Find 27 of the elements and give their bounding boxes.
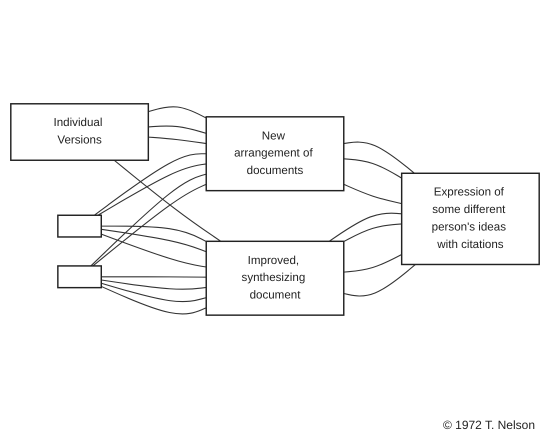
connector <box>101 279 206 290</box>
connector <box>344 141 415 174</box>
connector <box>344 254 402 272</box>
node-box <box>57 264 102 288</box>
node-box <box>57 214 102 238</box>
connector <box>101 228 206 252</box>
connector <box>114 159 222 242</box>
node-box: Individual Versions <box>10 102 150 160</box>
connector <box>328 212 402 242</box>
connector <box>101 285 206 314</box>
connector <box>344 222 402 242</box>
connector <box>101 225 206 242</box>
connector <box>148 106 206 118</box>
connector <box>344 183 402 204</box>
connector <box>148 125 206 134</box>
node-box: Expression of some different person's ideas with citations <box>400 172 540 265</box>
connector <box>98 162 206 216</box>
connector <box>101 276 206 278</box>
connector <box>148 136 206 144</box>
node-box: Improved, synthesizing document <box>206 240 344 316</box>
connector <box>344 158 402 178</box>
copyright-note: © 1972 T. Nelson <box>442 418 535 434</box>
node-box: New arrangement of documents <box>206 116 344 191</box>
connector <box>101 233 206 268</box>
connector <box>101 282 206 302</box>
connector <box>344 264 416 296</box>
connector <box>94 152 206 216</box>
